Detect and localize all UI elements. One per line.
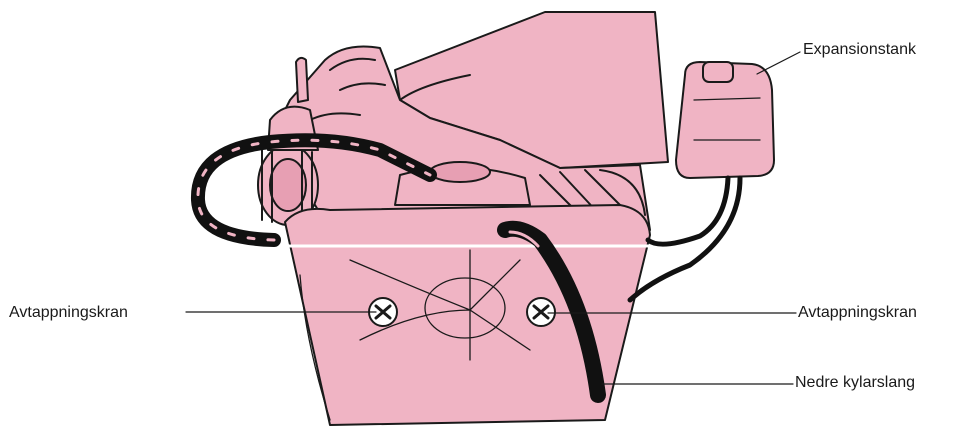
drain-valve-right-label: Avtappningskran <box>798 304 917 322</box>
drain-valve-left-label: Avtappningskran <box>9 304 128 322</box>
expansion-tank-label: Expansionstank <box>803 41 916 59</box>
expansion-tank-hose <box>648 178 728 244</box>
leader-expansion-tank <box>757 52 800 74</box>
lower-radiator-hose-label: Nedre kylarslang <box>795 374 915 392</box>
